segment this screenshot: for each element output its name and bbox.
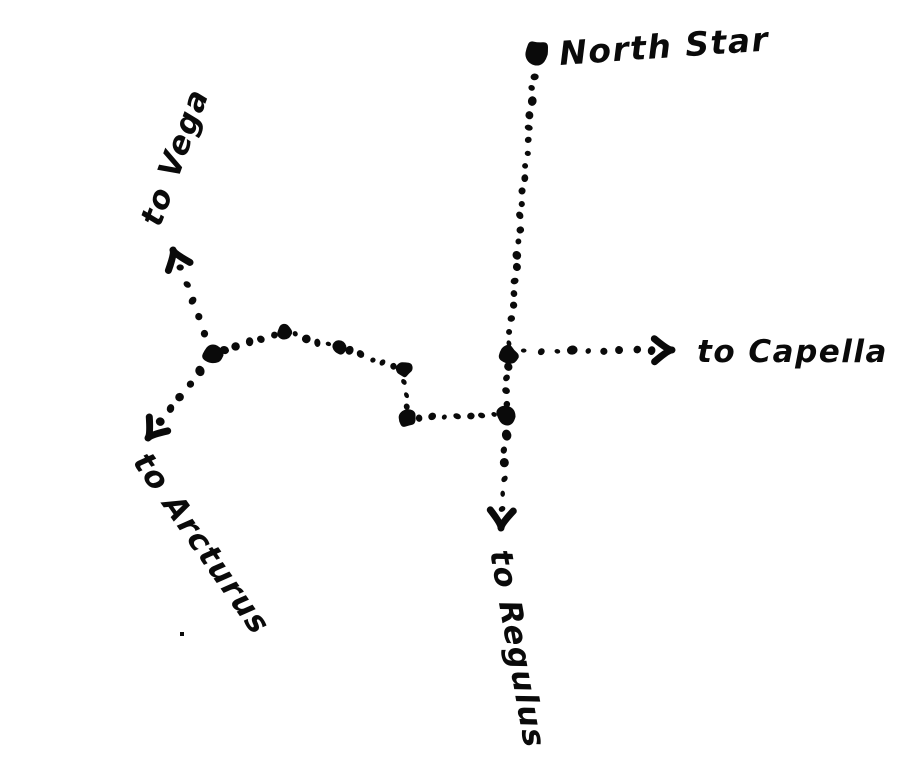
link-alioth-to-mizar — [292, 331, 332, 347]
star-mizar — [277, 323, 293, 340]
label-arcturus: to Arcturus — [125, 446, 277, 642]
star-dubhe — [498, 344, 520, 364]
link-dubhe-to-merak — [502, 362, 513, 408]
star-megrez — [395, 362, 414, 378]
star-phecda — [398, 409, 416, 427]
arrowhead-arcturus — [144, 413, 172, 442]
pointer-arcturus — [144, 365, 205, 442]
arrowhead-capella — [650, 335, 676, 366]
ink-speck — [180, 632, 184, 636]
constellation-links-layer — [219, 59, 539, 422]
label-regulus: to Regulus — [482, 547, 552, 751]
pointer-regulus — [486, 429, 517, 532]
pointer-arrows-layer — [144, 246, 676, 532]
star-polaris — [525, 41, 549, 66]
link-phecda-to-megrez — [401, 378, 410, 410]
labels-layer: North Star to Capella to Vega to Arcturus to… — [125, 19, 888, 751]
link-polaris-to-dubhe — [506, 59, 539, 347]
star-alioth — [332, 340, 347, 355]
stars-layer — [202, 41, 549, 427]
link-mizar-to-alkaid — [219, 331, 278, 355]
arrowhead-regulus — [486, 506, 517, 532]
label-north-star: North Star — [558, 19, 771, 73]
star-merak — [496, 405, 516, 426]
label-vega: to Vega — [134, 84, 217, 231]
ink-speck-layer — [180, 632, 184, 636]
link-megrez-to-alioth — [345, 345, 397, 370]
label-capella: to Capella — [697, 334, 888, 370]
pointer-capella — [520, 335, 676, 366]
star-alkaid — [202, 344, 225, 364]
link-merak-to-phecda — [415, 412, 497, 422]
arrowhead-vega — [164, 246, 194, 274]
pointer-vega — [164, 246, 209, 338]
